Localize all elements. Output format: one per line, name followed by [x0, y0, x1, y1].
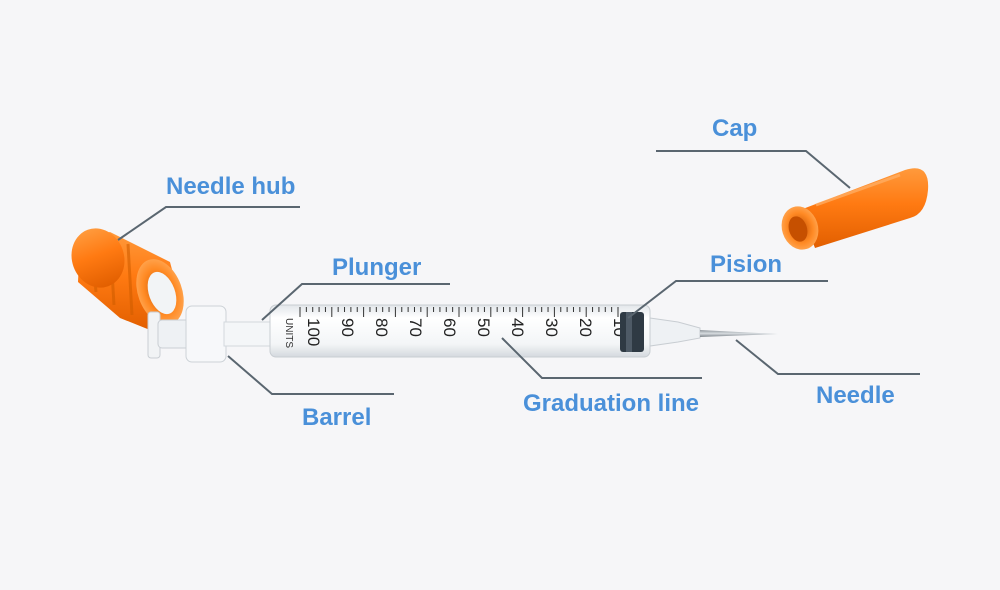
scale-number: 90: [338, 318, 357, 337]
needle: [650, 318, 778, 346]
scale-number: 30: [542, 318, 561, 337]
needle-label: Needle: [816, 384, 895, 408]
cap-label: Cap: [712, 117, 757, 141]
scale-number: 60: [440, 318, 459, 337]
pision-leader: [628, 281, 828, 318]
scale-number: 100: [304, 318, 323, 346]
cap-leader: [656, 151, 850, 188]
needle-hub-leader: [118, 207, 300, 240]
scale-number: 20: [576, 318, 595, 337]
pision-label: Pision: [710, 253, 782, 277]
piston: [620, 312, 644, 352]
cap: [776, 168, 928, 254]
scale-number: 70: [406, 318, 425, 337]
plunger-label: Plunger: [332, 256, 421, 280]
scale-number: 50: [474, 318, 493, 337]
units-text: UNITS: [283, 318, 294, 348]
scale-number: 80: [372, 318, 391, 337]
needle-leader: [736, 340, 920, 374]
barrel-label: Barrel: [302, 406, 371, 430]
scale-number: 40: [508, 318, 527, 337]
needle-hub-label: Needle hub: [166, 175, 295, 199]
graduation-line-label: Graduation line: [523, 392, 699, 416]
needle-hub: [63, 221, 192, 332]
barrel-leader: [228, 356, 394, 394]
